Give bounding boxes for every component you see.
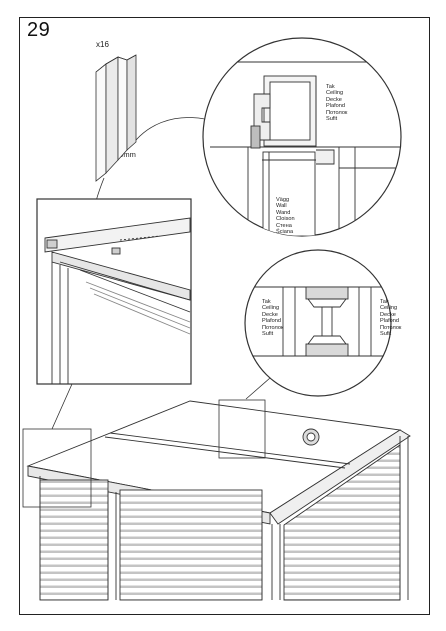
highlight-box-left	[22, 428, 92, 508]
detail-circle-middle	[244, 249, 392, 397]
part-quantity: x16	[96, 40, 109, 49]
clip-part	[95, 54, 137, 182]
detail-box-left	[36, 198, 192, 385]
step-number: 29	[27, 19, 51, 41]
detail-circle-top	[202, 37, 402, 237]
highlight-box-right	[218, 399, 266, 459]
pergola-body	[26, 400, 411, 601]
page-frame	[19, 17, 430, 615]
dimension-label: 70mm	[115, 150, 136, 159]
